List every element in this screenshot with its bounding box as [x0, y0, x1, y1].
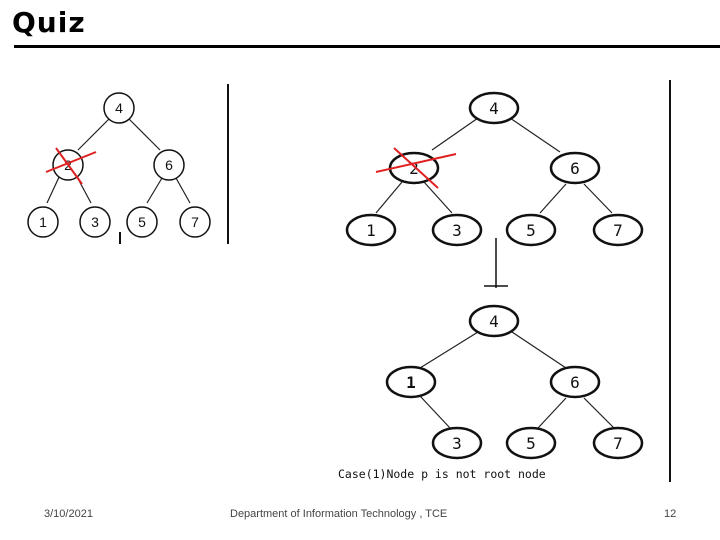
rt-root-label: 4 [489, 99, 499, 118]
left-leaf-label: 7 [191, 214, 199, 230]
right-bottom-tree-edges [419, 331, 615, 429]
left-node-root [103, 92, 135, 124]
right-top-tree-edges [375, 117, 613, 214]
rt-leaf-label: 3 [452, 221, 462, 240]
rb-node-root [468, 304, 520, 338]
right-top-tree [345, 91, 644, 247]
footer-page-number: 12 [664, 508, 677, 520]
rt-leaf-label: 7 [613, 221, 623, 240]
bst-deletion-figure: 4 2 6 1 3 5 7 4 2 6 1 3 5 7 [27, 80, 671, 482]
left-tree [27, 92, 211, 238]
title-underline [14, 45, 720, 48]
rt-leaf-1 [345, 213, 397, 247]
footer-department: Department of Information Technology , T… [230, 508, 448, 520]
left-right-label: 6 [165, 157, 173, 173]
rb-leaf-label: 3 [452, 434, 462, 453]
left-leaf-1 [27, 206, 59, 238]
left-leaf-7 [179, 206, 211, 238]
rt-leaf-3 [431, 213, 483, 247]
rb-leaf-3 [431, 426, 483, 460]
left-node-6 [153, 149, 185, 181]
rt-right-label: 6 [570, 159, 580, 178]
rt-leaf-5 [505, 213, 557, 247]
rt-leaf-label: 5 [526, 221, 536, 240]
left-leaf-5 [126, 206, 158, 238]
rb-leaf-5 [505, 426, 557, 460]
rt-node-6 [549, 151, 601, 185]
right-bottom-tree [385, 304, 644, 460]
rb-left-label: 1 [406, 373, 416, 392]
left-leaf-3 [79, 206, 111, 238]
slide-title: Quiz [12, 6, 86, 39]
left-cross-mark [45, 147, 97, 185]
rb-leaf-label: 7 [613, 434, 623, 453]
left-leaf-label: 1 [39, 214, 47, 230]
figure-caption: Case(1)Node p is not root node [338, 467, 546, 481]
rb-root-label: 4 [489, 312, 499, 331]
rb-leaf-7 [592, 426, 644, 460]
left-root-label: 4 [115, 100, 123, 116]
rb-right-label: 6 [570, 373, 580, 392]
rt-node-root [468, 91, 520, 125]
rb-leaf-label: 5 [526, 434, 536, 453]
left-leaf-label: 5 [138, 214, 146, 230]
rt-leaf-7 [592, 213, 644, 247]
down-arrow [484, 238, 508, 288]
left-leaf-label: 3 [91, 214, 99, 230]
rt-leaf-label: 1 [366, 221, 376, 240]
rb-node-6 [549, 365, 601, 399]
footer-date: 3/10/2021 [44, 508, 93, 520]
rb-node-1 [385, 365, 437, 399]
right-cross-mark [375, 147, 457, 189]
rt-left-label: 2 [409, 159, 419, 178]
